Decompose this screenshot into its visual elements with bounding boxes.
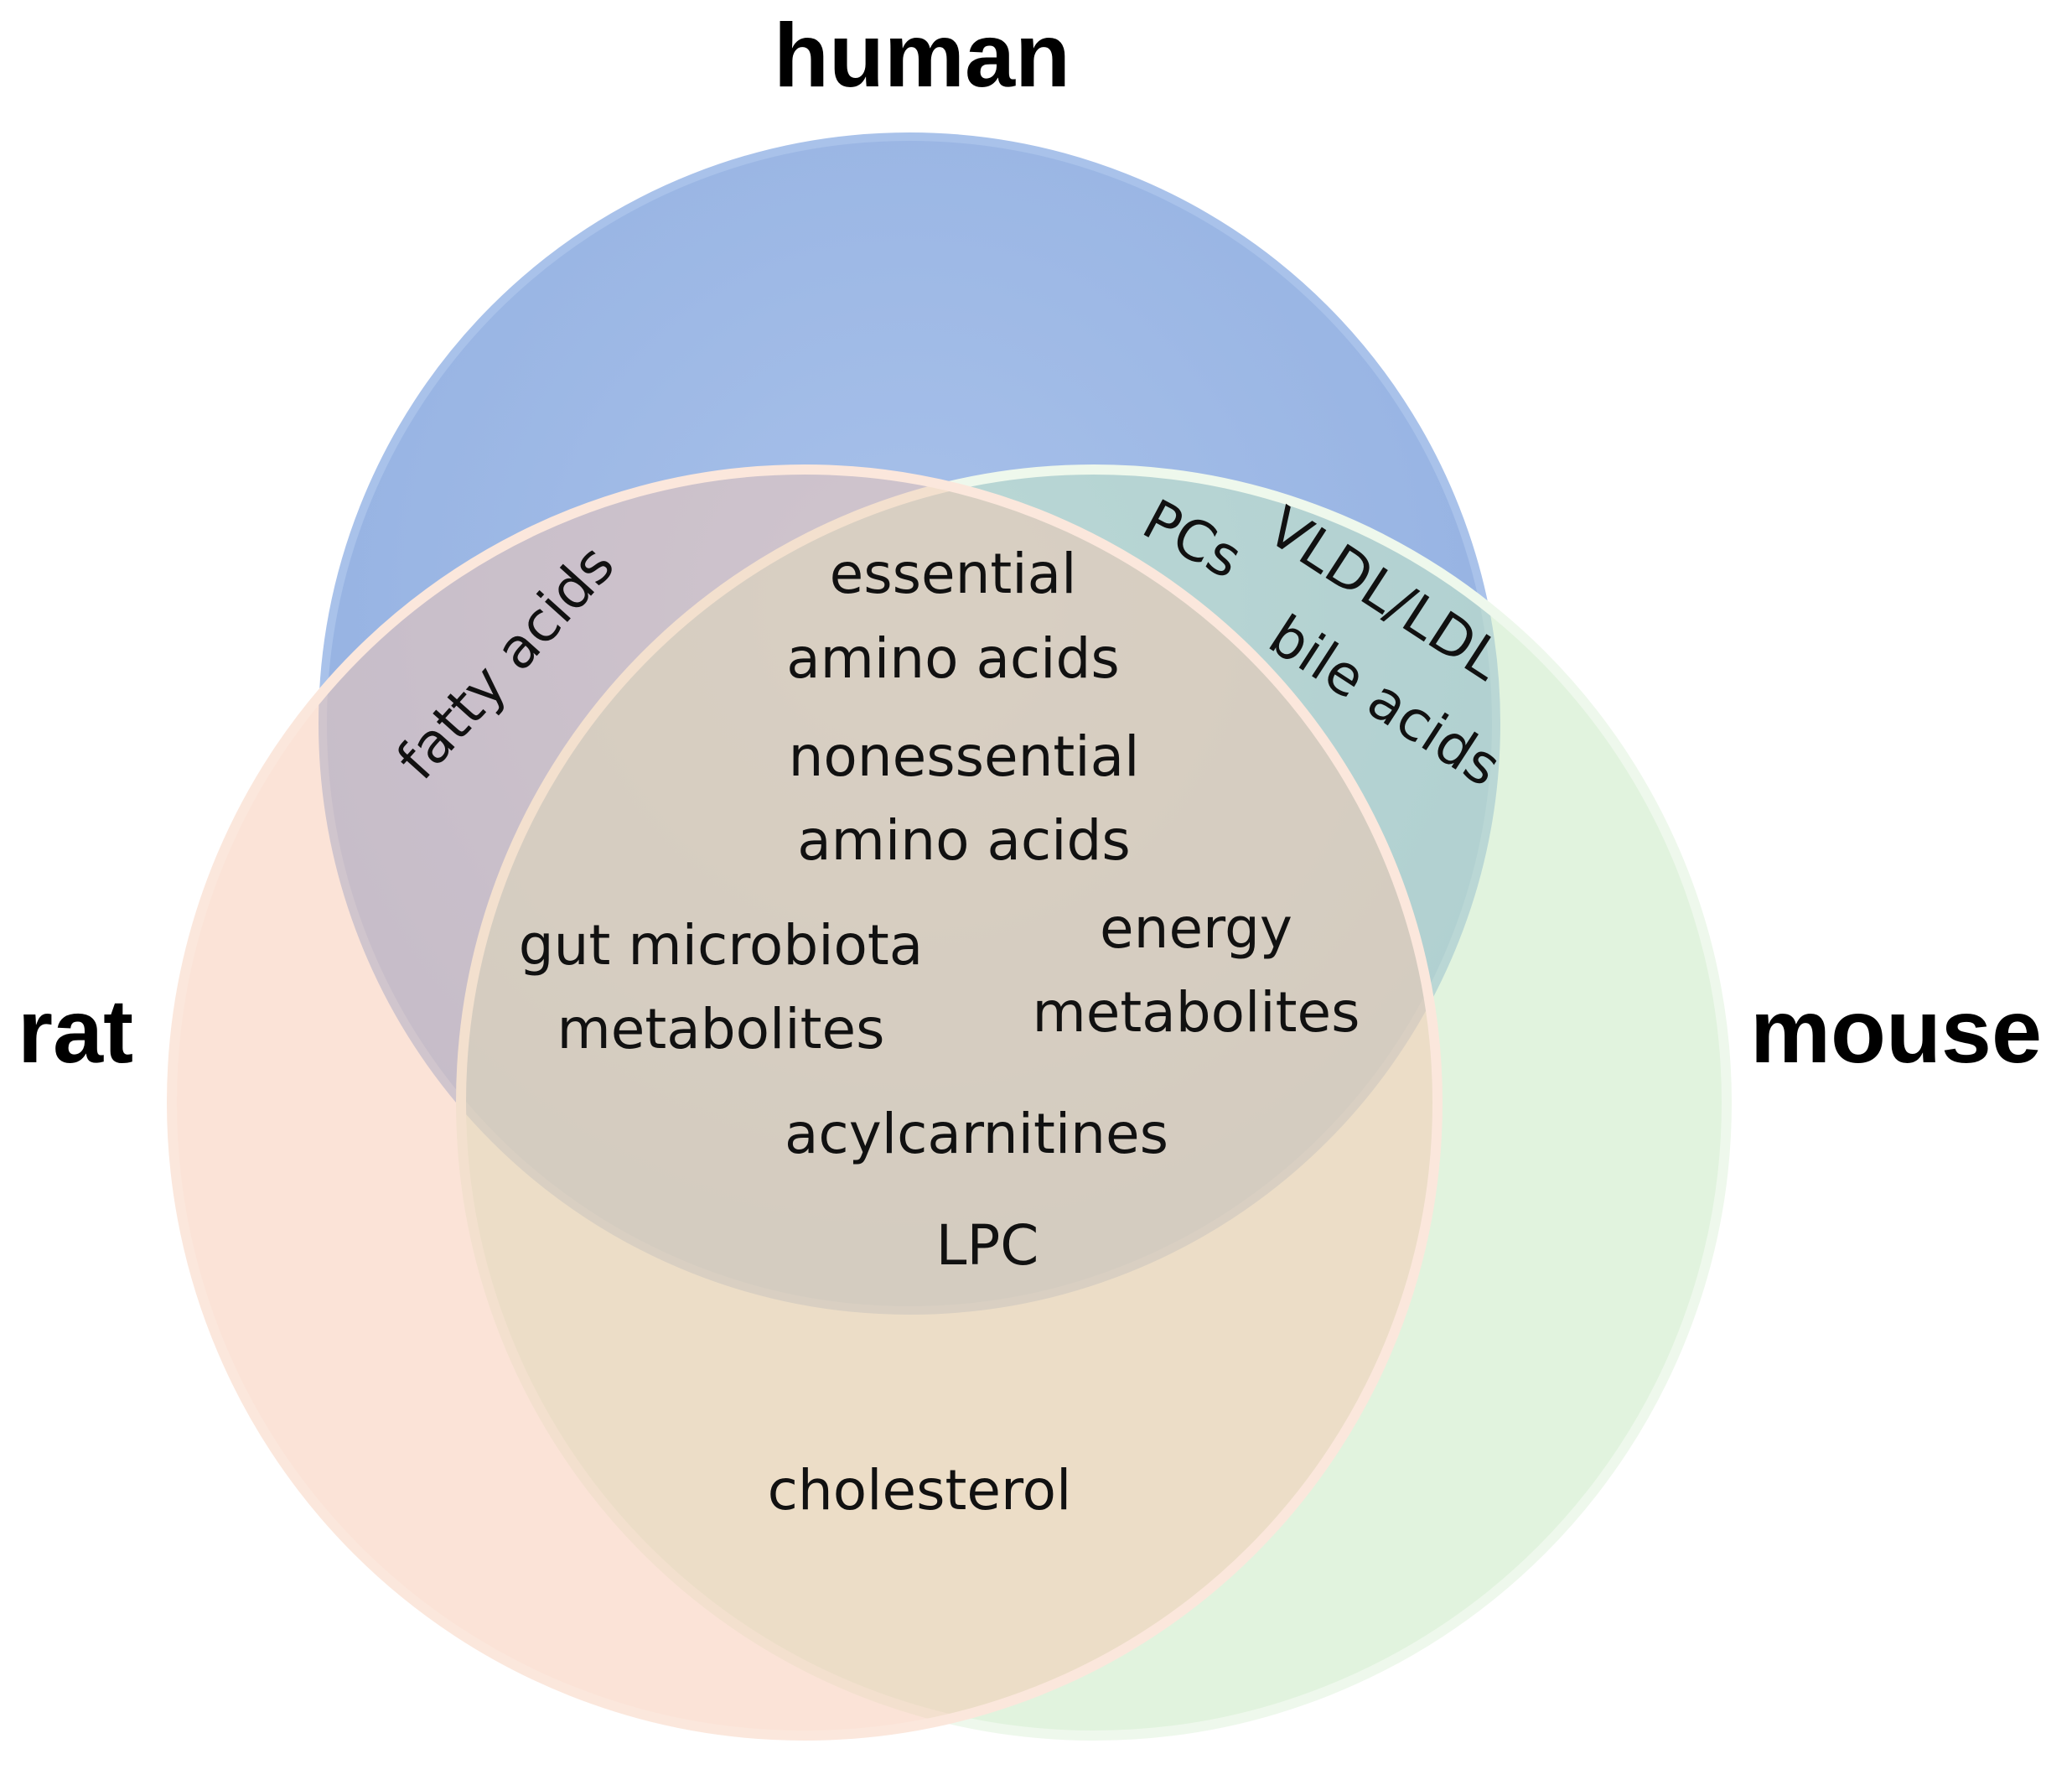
lpc-label: LPC xyxy=(936,1213,1039,1278)
gut-microbiota-metabolites-line2: metabolites xyxy=(557,997,884,1061)
essential-amino-acids-line1: essential xyxy=(830,542,1077,606)
human-label: human xyxy=(774,4,1070,106)
cholesterol-label: cholesterol xyxy=(768,1458,1072,1523)
mouse-label: mouse xyxy=(1750,980,2042,1082)
energy-metabolites-line1: energy xyxy=(1100,896,1292,961)
acylcarnitines-label: acylcarnitines xyxy=(785,1102,1168,1166)
nonessential-amino-acids-line2: amino acids xyxy=(797,808,1131,873)
rat-label: rat xyxy=(18,980,133,1082)
essential-amino-acids-line2: amino acids xyxy=(786,626,1120,691)
nonessential-amino-acids-line1: nonessential xyxy=(789,724,1140,789)
gut-microbiota-metabolites-line1: gut microbiota xyxy=(519,913,924,978)
energy-metabolites-line2: metabolites xyxy=(1032,980,1360,1045)
rat-circle xyxy=(167,464,1443,1741)
